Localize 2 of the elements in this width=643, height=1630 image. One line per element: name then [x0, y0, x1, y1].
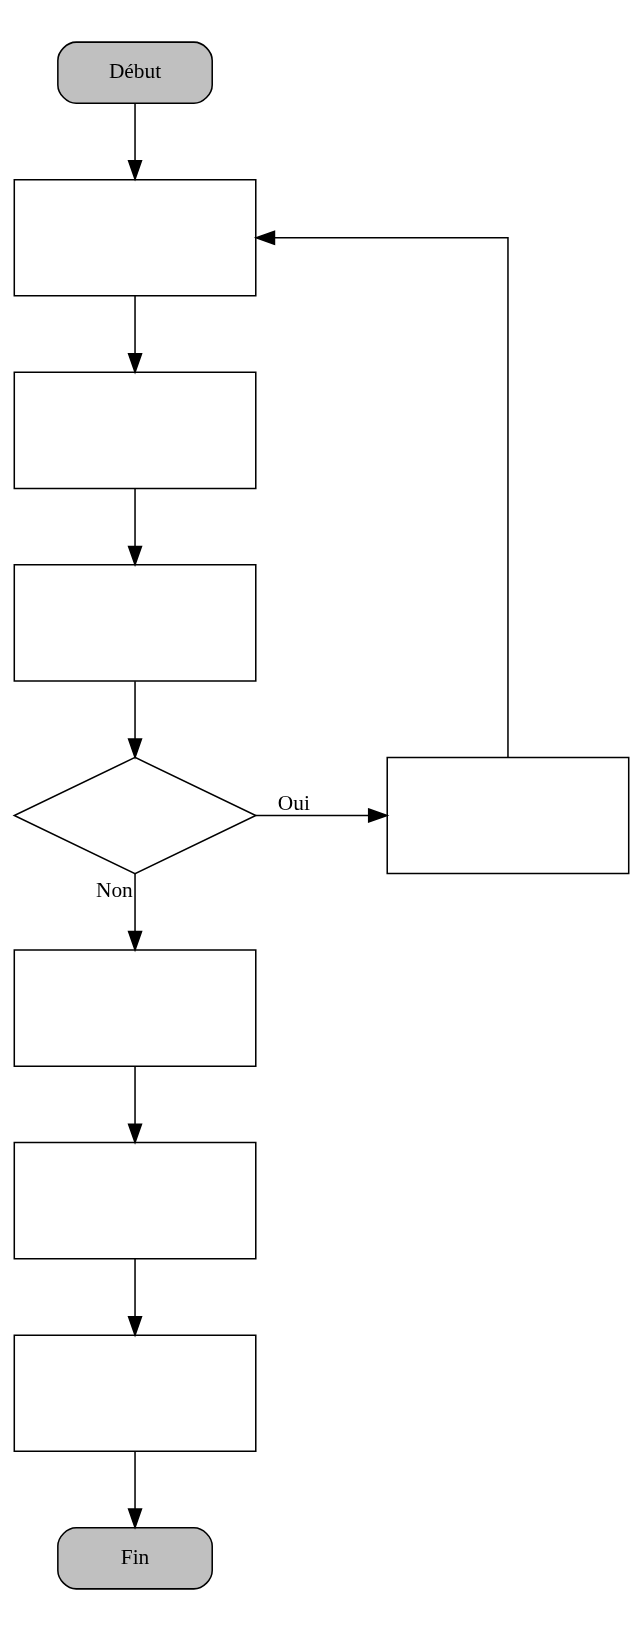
edge-label: Oui [277, 790, 310, 815]
edge-label: Non [95, 877, 133, 902]
